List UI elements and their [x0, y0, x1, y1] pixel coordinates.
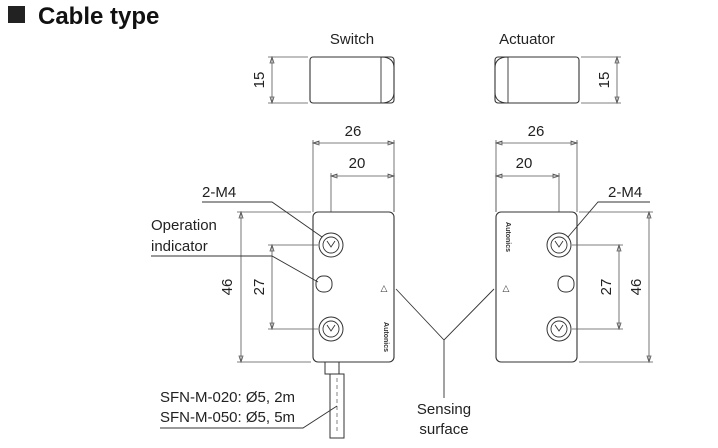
actuator-width-dim: 26	[528, 123, 545, 140]
actuator-mount-hole-label: 2-M4	[608, 184, 642, 201]
actuator-height-dim: 15	[596, 72, 613, 89]
switch-mount-hole-top	[318, 232, 344, 258]
actuator-total-height-dim: 46	[628, 279, 645, 296]
actuator-mount-hole-top	[546, 232, 572, 258]
switch-side-view: 15	[251, 55, 395, 105]
switch-brand-logo: Autonics	[382, 322, 389, 352]
switch-mount-hole-bottom	[318, 316, 344, 342]
switch-total-height-dim: 46	[219, 279, 236, 296]
indicator-label-line2: indicator	[151, 238, 208, 255]
sensing-surface-callout: Sensing surface	[395, 288, 495, 438]
actuator-mount-hole-bottom	[546, 316, 572, 342]
switch-hole-pitch-dim: 27	[251, 279, 268, 296]
square-bullet-icon	[8, 6, 25, 23]
switch-label: Switch	[330, 31, 374, 48]
actuator-side-view: 15	[494, 55, 621, 105]
sensing-surface-line2: surface	[419, 421, 468, 438]
actuator-label: Actuator	[499, 31, 555, 48]
cable-connector	[324, 361, 340, 375]
indicator-label-line1: Operation	[151, 217, 217, 234]
actuator-brand-logo: Autonics	[504, 222, 511, 252]
actuator-hole-pitch-dim: 27	[598, 279, 615, 296]
section-title: Cable type	[38, 3, 159, 30]
operation-indicator	[315, 275, 333, 293]
switch-width-dim: 26	[345, 123, 362, 140]
switch-front-view: 26 20 △ Autonics 46 27 2-M4 Oper	[151, 123, 396, 439]
actuator-slot	[557, 275, 575, 293]
sensing-surface-line1: Sensing	[417, 401, 471, 418]
cable-model-5m: SFN-M-050: Ø5, 5m	[160, 409, 295, 426]
actuator-front-view: 26 20 △ Autonics 46 27 2-M4	[494, 123, 653, 364]
switch-mount-hole-label: 2-M4	[202, 184, 236, 201]
switch-hole-span-dim: 20	[349, 155, 366, 172]
cable-model-2m: SFN-M-020: Ø5, 2m	[160, 389, 295, 406]
switch-sensing-mark: △	[381, 284, 388, 294]
actuator-hole-span-dim: 20	[516, 155, 533, 172]
switch-height-dim: 15	[251, 72, 268, 89]
actuator-sensing-mark: △	[503, 284, 510, 294]
